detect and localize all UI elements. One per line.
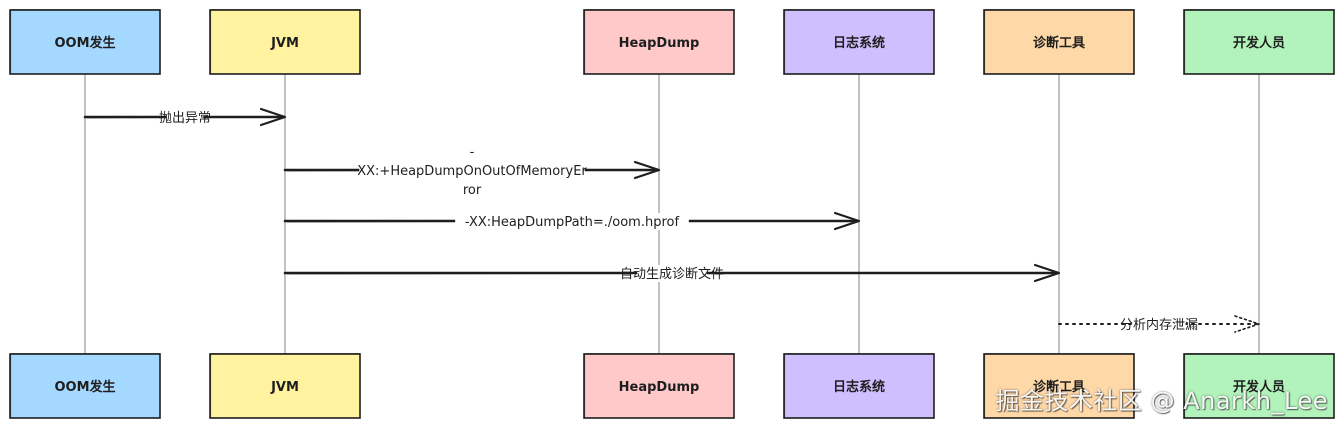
actor-rect [983,353,1135,419]
message-arrow[interactable]: 自动生成诊断文件 [283,263,1061,283]
arrowhead-icon [833,211,861,231]
actor-rect-sketch [1184,353,1335,419]
message-label-bg [457,181,487,198]
message-label: -XX:HeapDumpPath=./oom.hprof [465,215,680,230]
actors: OOM发生OOM发生JVMJVMHeapDumpHeapDump日志系统日志系统… [9,9,1335,419]
arrowhead-icon [1234,315,1260,333]
message-arrow[interactable]: 抛出异常 [83,107,287,127]
actor-rect-sketch [784,353,935,419]
actor-rect [1183,9,1335,75]
message-label-bg [359,162,585,179]
actor-label: 开发人员 [1233,35,1285,51]
message-label: 抛出异常 [159,111,211,126]
arrowhead-icon [259,107,287,127]
actor-rect-sketch [1184,9,1335,75]
actor-box-bottom[interactable]: 日志系统 [783,353,935,419]
messages: 抛出异常 - XX:+HeapDumpOnOutOfMemoryEr ror -XX:H… [83,107,1260,333]
actor-box-top[interactable]: JVM [209,9,361,75]
actor-rect-sketch [210,353,361,419]
actor-rect-sketch [984,353,1135,419]
message-arrow[interactable]: 分析内存泄漏 [1058,315,1260,333]
actor-rect [209,9,361,75]
actor-box-top[interactable]: HeapDump [583,9,735,75]
actor-box-top[interactable]: 日志系统 [783,9,935,75]
actor-rect [9,353,161,419]
watermark: 掘金技术社区 @ Anarkh_Lee [995,387,1328,415]
actor-label: JVM [270,36,299,51]
actor-label: OOM发生 [54,35,115,51]
actor-box-bottom[interactable]: HeapDump [583,353,735,419]
arrowhead-icon [633,160,661,180]
actor-rect-sketch [784,9,935,75]
actor-label: HeapDump [619,36,700,51]
actor-rect-sketch [10,9,161,75]
message-label-bg [166,109,204,126]
message-label-bg [637,265,707,282]
message-label: 自动生成诊断文件 [620,267,724,282]
actor-label: 诊断工具 [1033,35,1085,51]
actor-box-bottom[interactable]: 开发人员 [1183,353,1335,419]
actor-box-top[interactable]: OOM发生 [9,9,161,75]
actor-box-bottom[interactable]: OOM发生 [9,353,161,419]
actor-rect [1183,353,1335,419]
actor-rect-sketch [10,353,161,419]
actor-rect [783,9,935,75]
actor-box-top[interactable]: 开发人员 [1183,9,1335,75]
actor-box-bottom[interactable]: 诊断工具 [983,353,1135,419]
actor-rect-sketch [584,9,735,75]
message-label: ror [463,183,482,198]
actor-rect [583,353,735,419]
actor-label: 诊断工具 [1033,379,1085,395]
message-arrow[interactable]: - XX:+HeapDumpOnOutOfMemoryEr ror [283,143,661,198]
actor-label: HeapDump [619,380,700,395]
actor-rect-sketch [210,9,361,75]
actor-label: 日志系统 [833,35,885,51]
actor-label: JVM [270,380,299,395]
actor-box-top[interactable]: 诊断工具 [983,9,1135,75]
actor-rect [9,9,161,75]
message-label-bg [1132,316,1186,333]
actor-label: OOM发生 [54,379,115,395]
actor-label: 日志系统 [833,379,885,395]
actor-label: 开发人员 [1233,379,1285,395]
message-label: 分析内存泄漏 [1120,317,1198,333]
actor-rect-sketch [984,9,1135,75]
message-arrow[interactable]: -XX:HeapDumpPath=./oom.hprof [283,211,861,231]
actor-box-bottom[interactable]: JVM [209,353,361,419]
message-label-bg [465,143,479,160]
arrowhead-icon [1033,263,1061,283]
message-label-bg [455,213,689,230]
actor-rect [783,353,935,419]
actor-rect-sketch [584,353,735,419]
message-label: XX:+HeapDumpOnOutOfMemoryEr [357,164,587,179]
message-label: - [470,145,475,160]
